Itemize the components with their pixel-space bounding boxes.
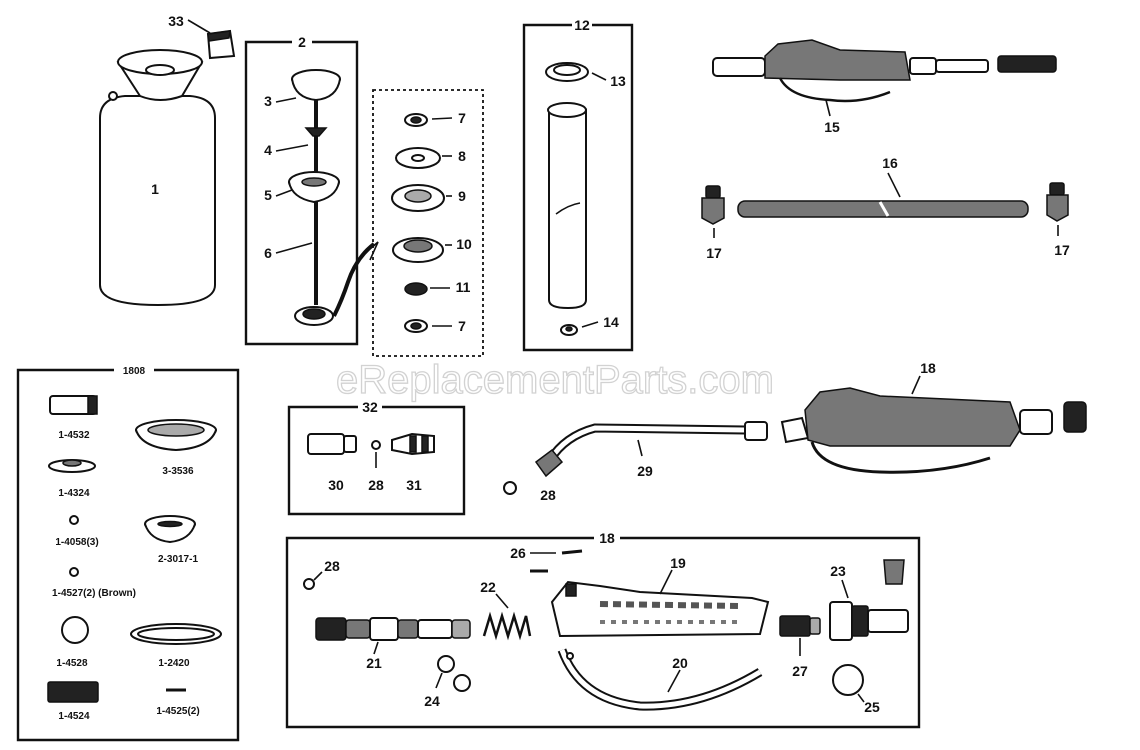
callout-19: 19	[670, 555, 686, 571]
group-32-box	[287, 405, 466, 516]
callout-20: 20	[672, 655, 688, 671]
callout-4: 4	[264, 142, 272, 158]
group-18-box	[285, 536, 921, 729]
wand-29-part	[534, 421, 768, 478]
callout-11: 11	[456, 279, 471, 295]
callout-10: 10	[456, 236, 472, 252]
group-32-label: 32	[362, 399, 378, 415]
callout-31: 31	[406, 477, 422, 493]
washer-parts	[391, 113, 445, 333]
o-ring-25-part	[832, 664, 864, 696]
callout-9: 9	[458, 188, 466, 204]
shutoff-assembly-15-part	[712, 39, 1057, 103]
callout-28c: 28	[324, 558, 340, 574]
callout-25: 25	[864, 699, 880, 715]
fittings-17-part	[701, 182, 1069, 225]
connector-23-part	[829, 559, 909, 641]
kit-item-1: 1-4532	[58, 430, 90, 441]
handle-body-19-part	[550, 580, 770, 638]
callout-28a: 28	[540, 487, 556, 503]
hose-16-part	[737, 200, 1029, 218]
callout-7a: 7	[458, 110, 466, 126]
callout-18: 18	[920, 360, 936, 376]
pump-assembly-part	[288, 69, 376, 326]
callout-29: 29	[637, 463, 653, 479]
cap-33-part	[206, 29, 236, 60]
washer-set-box	[372, 89, 484, 357]
spring-22-part	[482, 611, 532, 641]
kit-item-8: 1-2420	[158, 658, 190, 669]
o-rings-24-part	[437, 655, 471, 692]
group-2-box	[244, 40, 359, 346]
kit-item-6: 1-4527(2) (Brown)	[52, 588, 136, 599]
kit-item-4: 1-4058(3)	[55, 537, 98, 548]
cylinder-part	[545, 62, 589, 336]
callout-21: 21	[366, 655, 382, 671]
o-ring-28c-part	[303, 578, 315, 590]
callout-3: 3	[264, 93, 272, 109]
callout-30: 30	[328, 477, 344, 493]
kit-item-2: 3-3536	[162, 466, 194, 477]
watermark: eReplacementParts.com	[336, 358, 774, 402]
callout-13: 13	[610, 73, 626, 89]
callout-24a: 24	[424, 693, 440, 709]
kit-parts	[47, 395, 222, 703]
kit-1808-label: 1808	[123, 366, 146, 377]
callout-33: 33	[168, 13, 184, 29]
callout-26: 26	[510, 545, 526, 561]
group-2-label: 2	[298, 34, 306, 50]
callout-1: 1	[151, 181, 159, 197]
kit-item-10: 1-4525(2)	[156, 706, 199, 717]
callout-17b: 17	[1054, 242, 1070, 258]
group-12-box	[522, 23, 634, 352]
trigger-20-part	[557, 648, 763, 711]
callout-8: 8	[458, 148, 466, 164]
callout-15: 15	[824, 119, 840, 135]
o-ring-28-part	[503, 481, 517, 495]
kit-item-9: 1-4524	[58, 711, 90, 722]
handle-assembly-18-part	[780, 387, 1087, 474]
callout-28b: 28	[368, 477, 384, 493]
kit-item-3: 1-4324	[58, 488, 90, 499]
callout-22: 22	[480, 579, 496, 595]
valve-stem-21-part	[315, 617, 471, 641]
callout-17a: 17	[706, 245, 722, 261]
callout-16: 16	[882, 155, 898, 171]
kit-item-5: 2-3017-1	[158, 554, 198, 565]
tank-part	[99, 49, 216, 307]
kit-1808-box	[16, 368, 240, 742]
group-12-label: 12	[574, 17, 590, 33]
callout-14: 14	[603, 314, 619, 330]
pin-26-part	[530, 549, 583, 573]
nut-27-part	[779, 615, 821, 637]
callout-6: 6	[264, 245, 272, 261]
callout-27: 27	[792, 663, 808, 679]
callout-5: 5	[264, 187, 272, 203]
kit-item-7: 1-4528	[56, 658, 88, 669]
group-18-label: 18	[599, 530, 615, 546]
callout-23: 23	[830, 563, 846, 579]
group-32-parts	[307, 432, 435, 456]
callout-7b: 7	[458, 318, 466, 334]
